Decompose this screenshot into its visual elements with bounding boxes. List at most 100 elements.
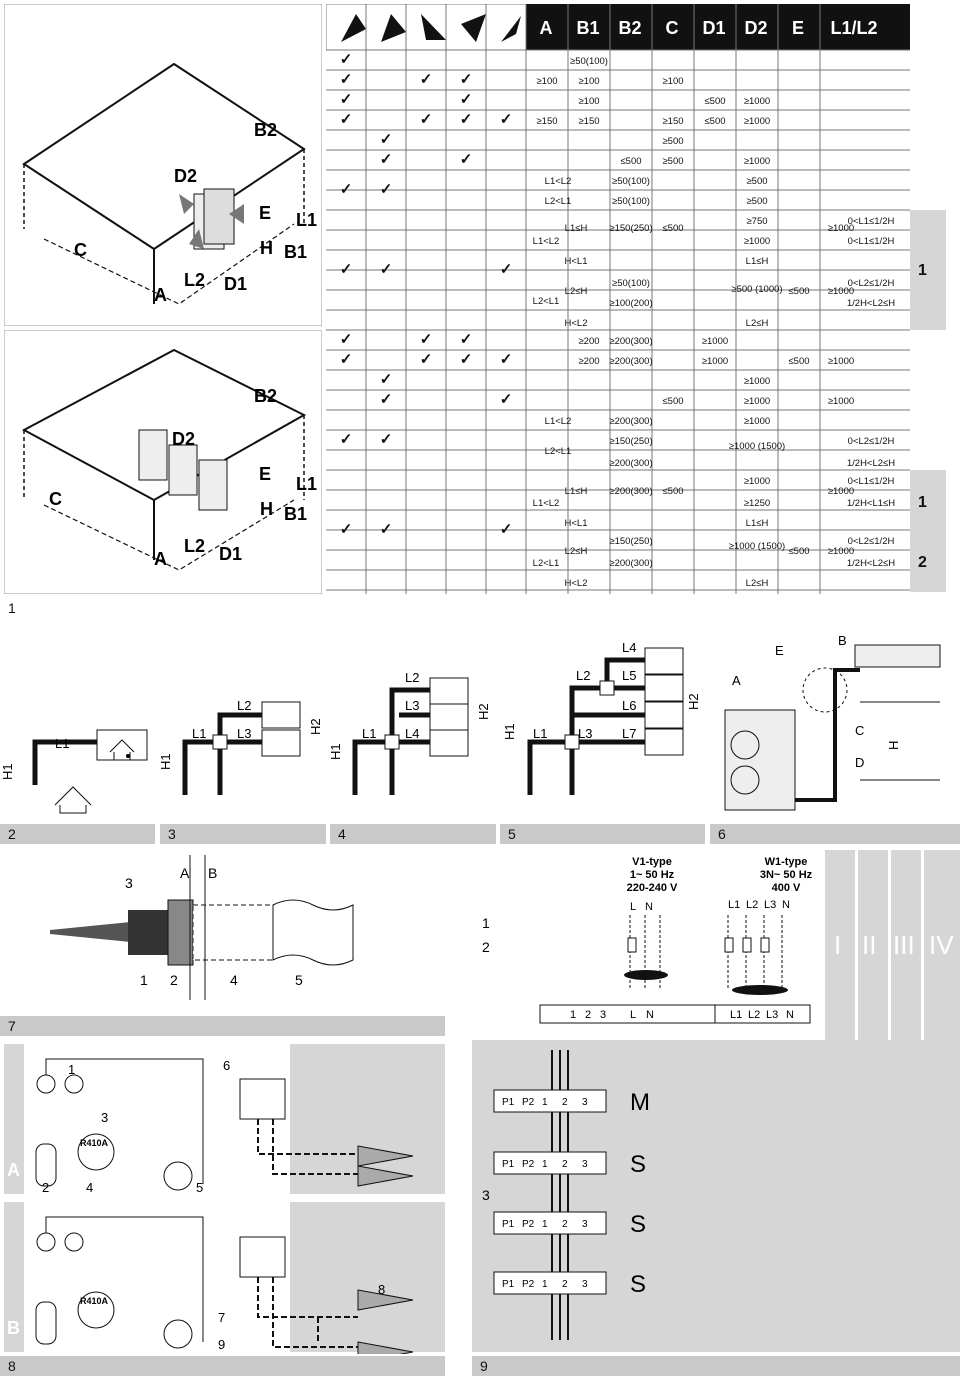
check-mark: ✓ <box>500 521 513 538</box>
f7-A: A <box>180 865 190 881</box>
check-mark: ✓ <box>460 351 473 368</box>
block2-cell: L1<L2 <box>545 416 572 427</box>
unit-terminal: P1 <box>502 1159 515 1170</box>
room-diagram-1: B2 D2 E L1 H B1 C A L2 D1 <box>4 4 322 326</box>
f9-left: 3 <box>482 1187 490 1203</box>
side-label-2: 2 <box>918 554 927 571</box>
top2-d2: ≥500 <box>746 196 767 207</box>
unit-terminal: 3 <box>582 1159 588 1170</box>
check-mark: ✓ <box>500 351 513 368</box>
p4-L4: L4 <box>405 726 419 741</box>
p5-L7: L7 <box>622 726 636 741</box>
p4-L1: L1 <box>362 726 376 741</box>
mid2-cell: ≥1000 <box>744 376 770 387</box>
unit-terminal: P1 <box>502 1219 515 1230</box>
tank-label-A: R410A <box>80 1138 109 1148</box>
f7-3: 3 <box>125 875 133 891</box>
top-cell: ✓ <box>380 151 393 168</box>
piping-diagrams: L1 H1 L2 L1 L3 H2 H1 L2 L3 L1 L4 H2 H1 L… <box>0 633 941 814</box>
unit-role: S <box>630 1211 646 1238</box>
block2-cell: ≥200(300) <box>609 416 652 427</box>
caption-8: 8 <box>0 1356 445 1376</box>
block2-cell: ≥1000 <box>744 416 770 427</box>
mid2-cell: ≥1000 <box>744 396 770 407</box>
block1-cell: ≤500 <box>662 223 683 234</box>
bar-III <box>891 850 921 1045</box>
block1-cell: ≥500 (1000) <box>731 284 782 295</box>
caption-9: 9 <box>472 1356 960 1376</box>
top-cell: ✓ <box>340 51 353 68</box>
dim-E: E <box>259 203 271 223</box>
f8-2: 2 <box>42 1180 49 1195</box>
top-cell: ≥1000 <box>744 156 770 167</box>
unit-terminal: 1 <box>542 1159 548 1170</box>
p5-L3: L3 <box>578 726 592 741</box>
p4-L3: L3 <box>405 698 419 713</box>
block2-cell: 1/2H<L2≤H <box>847 458 895 469</box>
v1-L: L <box>630 901 636 913</box>
block2-cell: ≤500 <box>662 486 683 497</box>
block1-cell: 0<L2≤1/2H <box>848 278 895 289</box>
strip1-L: L <box>630 1009 636 1021</box>
f8-3: 3 <box>101 1110 108 1125</box>
side-label-1b: 1 <box>918 494 927 511</box>
dim-C: C <box>74 240 87 260</box>
p6-A: A <box>732 673 741 688</box>
top-cell: ✓ <box>380 131 393 148</box>
block2-cell: ≥1000 (1500) <box>729 441 785 452</box>
unit-terminal: 3 <box>582 1097 588 1108</box>
dim2-C: C <box>49 489 62 509</box>
p2-H1: H1 <box>0 763 15 780</box>
block2-cell: H<L1 <box>565 518 588 529</box>
unit-terminal: P1 <box>502 1279 515 1290</box>
fig7-drawing: 3 A B 1 2 4 5 <box>50 855 354 1000</box>
block1-cell: ≥50(100) <box>612 278 650 289</box>
unit-terminal: 2 <box>562 1097 568 1108</box>
top-cell: ≤500 <box>620 156 641 167</box>
strip2-L2: L2 <box>748 1009 760 1021</box>
p2-L1: L1 <box>55 736 69 751</box>
block1-cell: H<L1 <box>565 256 588 267</box>
unit-terminal: 1 <box>542 1279 548 1290</box>
block2-cell: ≥200(300) <box>609 558 652 569</box>
p6-E: E <box>775 643 784 658</box>
caption-4: 4 <box>330 824 496 844</box>
mid-cell: ≤500 <box>788 356 809 367</box>
caption-6: 6 <box>710 824 960 844</box>
bar-IV <box>924 850 960 1045</box>
unit-terminal: 2 <box>562 1279 568 1290</box>
strip2-L1: L1 <box>730 1009 742 1021</box>
unit-terminal: P2 <box>522 1097 535 1108</box>
p5-H2: H2 <box>686 693 701 710</box>
check-mark: ✓ <box>380 431 393 448</box>
f7-1: 1 <box>140 972 148 988</box>
w1-L3: L3 <box>764 899 776 911</box>
check-mark: ✓ <box>420 331 433 348</box>
roman-III: III <box>893 930 915 960</box>
block2-cell: 0<L2≤1/2H <box>848 436 895 447</box>
check-mark: ✓ <box>380 261 393 278</box>
unit-role: M <box>630 1089 650 1116</box>
mid2-cell: ≥1000 <box>828 396 854 407</box>
dim2-D2: D2 <box>172 429 195 449</box>
mid-cell: ≥1000 <box>702 356 728 367</box>
strip2-N: N <box>786 1009 794 1021</box>
unit-role: S <box>630 1151 646 1178</box>
caption-7: 7 <box>0 1016 445 1036</box>
block1-cell: L2≤H <box>565 286 588 297</box>
top2-b1: ≥50(100) <box>612 196 650 207</box>
block2-cell: ≥1000 <box>828 486 854 497</box>
top-cell: ✓ <box>420 111 433 128</box>
unit-terminal: 3 <box>582 1219 588 1230</box>
v1-freq: 1~ 50 Hz <box>630 869 675 881</box>
block2-cell: L1<L2 <box>533 498 560 509</box>
top-cell: ✓ <box>460 71 473 88</box>
dim2-E: E <box>259 464 271 484</box>
unit-role: S <box>630 1271 646 1298</box>
mid2-cell: ≤500 <box>662 396 683 407</box>
f8-5: 5 <box>196 1180 203 1195</box>
block2-cell: 1/2H<L2≤H <box>847 558 895 569</box>
top-cell: ≥500 <box>662 156 683 167</box>
